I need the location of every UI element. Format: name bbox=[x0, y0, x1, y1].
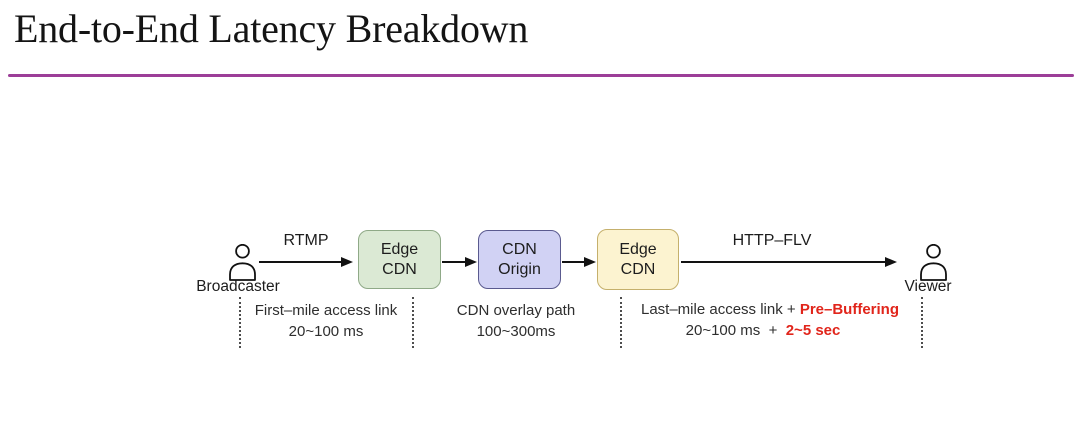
last-mile-latency: 20~100 ms + 2~5 sec bbox=[686, 322, 841, 339]
segment-divider bbox=[412, 297, 414, 348]
origin-to-edge-arrow bbox=[562, 257, 596, 267]
buffer-latency-highlight: 2~5 sec bbox=[785, 322, 841, 339]
last-mile-latency-text: 20~100 ms + bbox=[685, 322, 786, 339]
cdn-overlay-latency: 100~300ms bbox=[476, 323, 556, 340]
pre-buffering-highlight: Pre–Buffering bbox=[799, 301, 900, 318]
rtmp-label: RTMP bbox=[283, 232, 329, 249]
viewer-label: Viewer bbox=[904, 278, 952, 295]
node-edge-cdn-ingest-label: Edge CDN bbox=[380, 240, 419, 278]
node-cdn-origin-label: CDN Origin bbox=[498, 240, 541, 278]
viewer-person-icon bbox=[920, 244, 947, 281]
first-mile-latency: 20~100 ms bbox=[288, 323, 364, 340]
node-cdn-origin: CDN Origin bbox=[478, 230, 561, 289]
node-edge-cdn-delivery: Edge CDN bbox=[597, 229, 679, 290]
broadcaster-person-icon bbox=[229, 244, 256, 281]
last-mile-label-text: Last–mile access link + bbox=[640, 301, 800, 318]
segment-divider bbox=[239, 297, 241, 348]
node-edge-cdn-ingest: Edge CDN bbox=[358, 230, 441, 289]
edge-to-origin-arrow bbox=[442, 257, 477, 267]
http-flv-label: HTTP–FLV bbox=[732, 232, 812, 249]
cdn-overlay-label: CDN overlay path bbox=[456, 302, 576, 319]
rtmp-arrow bbox=[259, 257, 353, 267]
broadcaster-label: Broadcaster bbox=[196, 278, 280, 295]
title-underline bbox=[8, 74, 1074, 77]
segment-divider bbox=[620, 297, 622, 348]
last-mile-label: Last–mile access link + Pre–Buffering bbox=[641, 301, 899, 318]
segment-divider bbox=[921, 297, 923, 348]
first-mile-label: First–mile access link bbox=[254, 302, 398, 319]
http-flv-arrow bbox=[681, 257, 897, 267]
slide-title: End-to-End Latency Breakdown bbox=[14, 6, 529, 51]
node-edge-cdn-delivery-label: Edge CDN bbox=[619, 240, 657, 278]
